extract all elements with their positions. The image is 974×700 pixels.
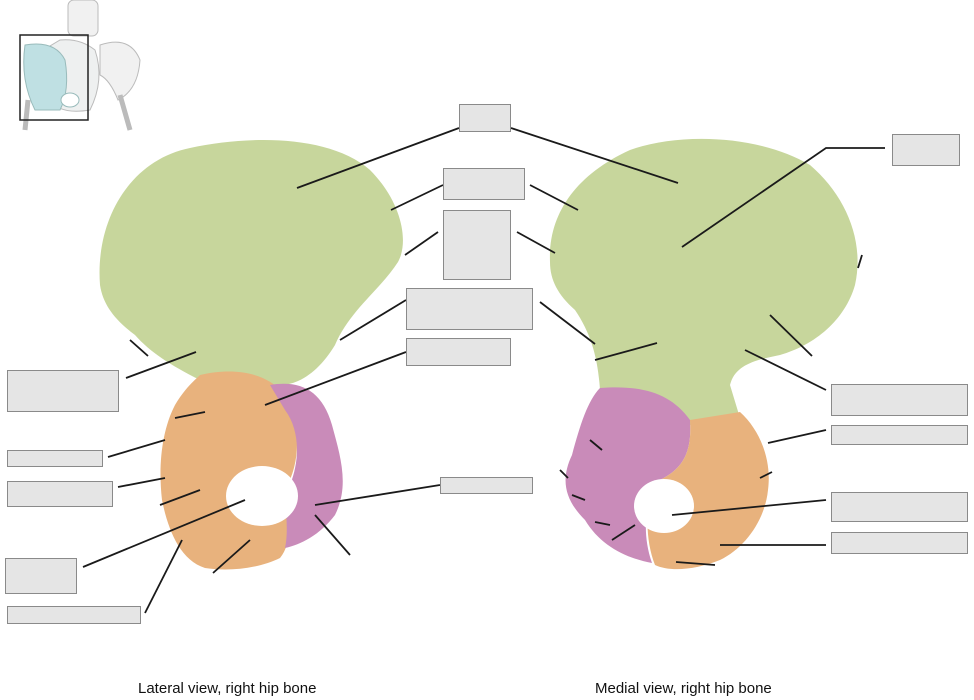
medial-obturator-foramen	[634, 479, 694, 533]
label-box-12[interactable]	[892, 134, 960, 166]
label-box-6[interactable]	[7, 370, 119, 412]
lateral-hip-bone	[99, 140, 403, 570]
label-box-16[interactable]	[831, 532, 968, 554]
label-box-14[interactable]	[831, 425, 968, 445]
lateral-ilium	[99, 140, 403, 385]
label-box-2[interactable]	[443, 168, 525, 200]
label-box-7[interactable]	[7, 450, 103, 467]
label-box-4[interactable]	[406, 288, 533, 330]
medial-view-caption: Medial view, right hip bone	[595, 680, 772, 697]
leader-lines	[82, 127, 885, 614]
label-box-13[interactable]	[831, 384, 968, 416]
locator-frame	[19, 34, 89, 121]
medial-ilium	[549, 138, 858, 425]
pelvis-locator-thumbnail	[19, 0, 141, 131]
lateral-obturator-foramen	[226, 466, 298, 526]
label-box-8[interactable]	[7, 481, 113, 507]
label-box-10[interactable]	[7, 606, 141, 624]
lateral-view-caption: Lateral view, right hip bone	[138, 680, 317, 697]
label-box-3[interactable]	[443, 210, 511, 280]
label-box-1[interactable]	[459, 104, 511, 132]
label-box-11[interactable]	[440, 477, 533, 494]
label-box-9[interactable]	[5, 558, 77, 594]
label-box-15[interactable]	[831, 492, 968, 522]
medial-pubis-purple	[565, 387, 691, 563]
medial-hip-bone	[549, 138, 858, 570]
label-box-5[interactable]	[406, 338, 511, 366]
